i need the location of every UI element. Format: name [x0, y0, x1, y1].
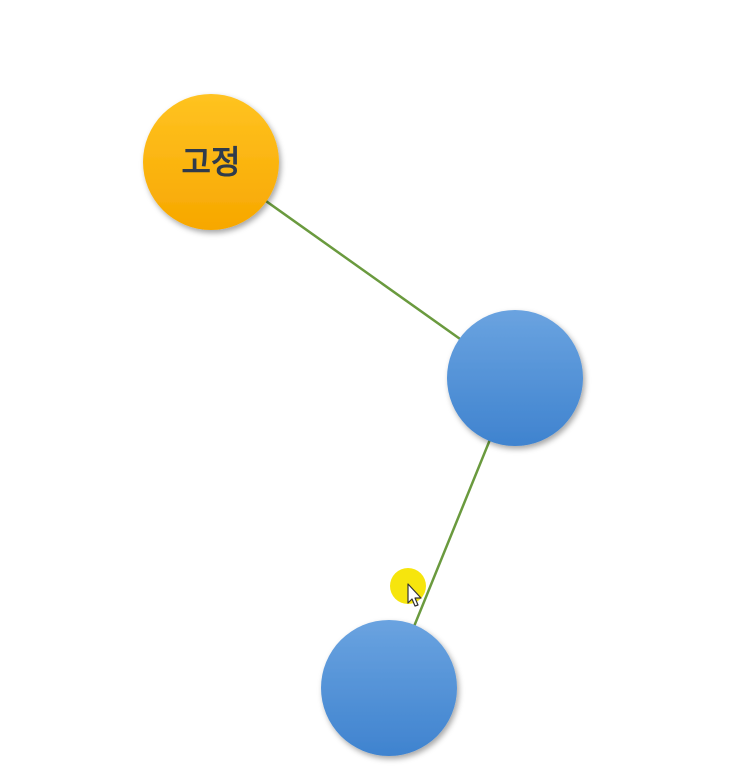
cursor-arrow — [407, 583, 422, 607]
bottom-node[interactable] — [321, 620, 457, 756]
mouse-pointer-icon — [390, 568, 426, 607]
fixed-node-label: 고정 — [182, 143, 241, 181]
middle-node[interactable] — [447, 310, 583, 446]
bottom-node-circle[interactable] — [321, 620, 457, 756]
middle-node-circle[interactable] — [447, 310, 583, 446]
fixed-node-circle[interactable] — [143, 94, 279, 230]
fixed-node[interactable]: 고정 — [143, 94, 279, 230]
